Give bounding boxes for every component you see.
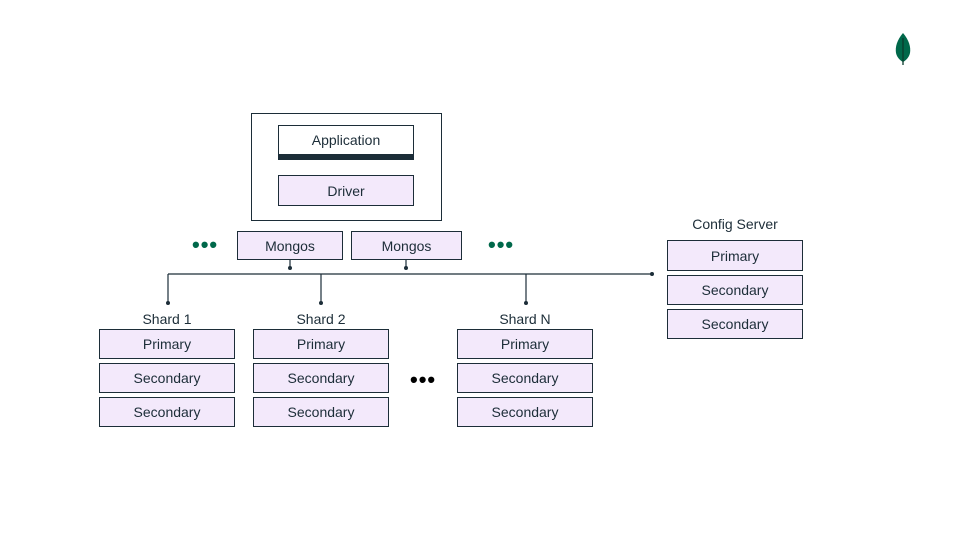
mongos-right-ellipsis: ••• <box>488 232 515 257</box>
shard-2-title: Shard 2 <box>296 311 346 327</box>
mongos-box-1: Mongos <box>237 231 343 260</box>
member-label: Secondary <box>287 404 355 420</box>
config-server-secondary-2: Secondary <box>667 309 803 339</box>
mongos-left-ellipsis: ••• <box>192 232 219 257</box>
member-label: Primary <box>142 336 192 352</box>
shard-2-secondary-1: Secondary <box>253 363 389 393</box>
mongos-label-1: Mongos <box>265 237 315 254</box>
mongos-label-2: Mongos <box>381 237 432 254</box>
config-server-secondary-1: Secondary <box>667 275 803 305</box>
mongos-box-2: Mongos <box>351 231 462 260</box>
config-server-primary: Primary <box>667 240 803 271</box>
member-label: Secondary <box>701 316 769 332</box>
member-label: Secondary <box>287 370 355 386</box>
shard-n-secondary-1: Secondary <box>457 363 593 393</box>
member-label: Secondary <box>133 370 201 386</box>
shard-n-title: Shard N <box>499 311 551 327</box>
shard-2-secondary-2: Secondary <box>253 397 389 427</box>
shard-1-primary: Primary <box>99 329 235 359</box>
member-label: Secondary <box>491 404 559 420</box>
shard-1-title: Shard 1 <box>142 311 192 327</box>
driver-label: Driver <box>327 182 365 199</box>
member-label: Secondary <box>701 282 769 298</box>
shard-ellipsis: ••• <box>410 367 437 392</box>
member-label: Primary <box>296 336 346 352</box>
config-server-title: Config Server <box>692 216 778 232</box>
application-underline <box>278 155 414 160</box>
driver-box: Driver <box>278 175 414 206</box>
member-label: Secondary <box>133 404 201 420</box>
member-label: Primary <box>500 336 550 352</box>
leaf-icon <box>893 32 913 71</box>
shard-2-primary: Primary <box>253 329 389 359</box>
shard-n-secondary-2: Secondary <box>457 397 593 427</box>
shard-n-primary: Primary <box>457 329 593 359</box>
shard-1-secondary-1: Secondary <box>99 363 235 393</box>
application-box: Application <box>278 125 414 155</box>
member-label: Secondary <box>491 370 559 386</box>
member-label: Primary <box>710 247 760 264</box>
application-label: Application <box>311 132 381 148</box>
shard-1-secondary-2: Secondary <box>99 397 235 427</box>
